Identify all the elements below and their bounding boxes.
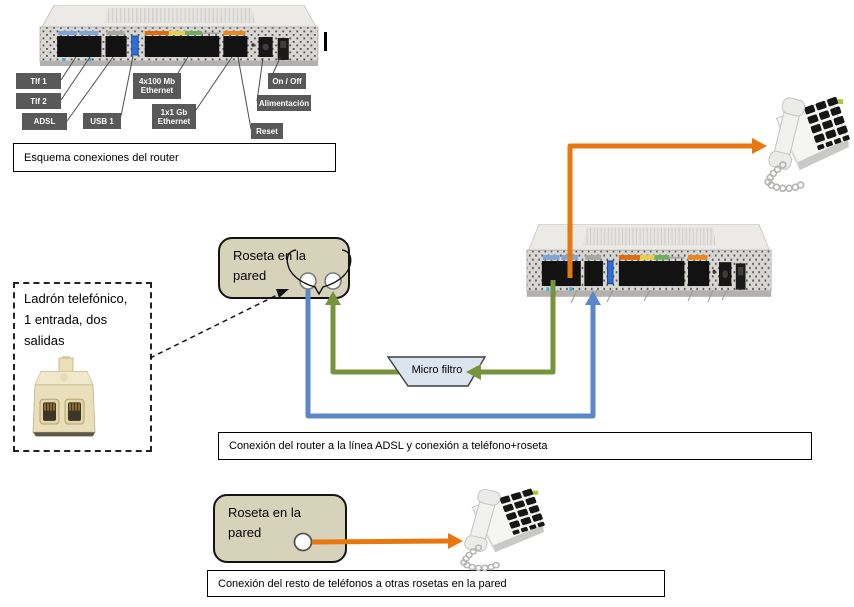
ladron-line1: Ladrón telefónico, — [24, 291, 128, 306]
cable-blue-roseta-to-router — [305, 287, 596, 419]
microfilter-label: Micro filtro — [411, 364, 463, 376]
caption-main-connection: Conexión del router a la línea ADSL y co… — [218, 432, 812, 460]
roseta-bottom-line2: pared — [228, 525, 262, 540]
arrowhead-orange-to-phone — [752, 138, 767, 154]
callout-remnant-lines — [550, 289, 728, 304]
cable-orange-router-to-phone — [567, 143, 754, 278]
router-photo-schematic — [39, 5, 319, 67]
port-label-alimentacion: Alimentación — [257, 95, 311, 111]
text-cursor-mark — [324, 32, 327, 51]
roseta-top-line2: pared — [233, 268, 267, 283]
port-label-reset: Reset — [251, 123, 283, 139]
roseta-bottom-line1: Roseta en la — [228, 505, 301, 520]
roseta-top-box: Roseta en la pared — [218, 237, 350, 299]
port-label-adsl: ADSL — [22, 113, 67, 130]
cable-green-router-to-roseta — [330, 280, 556, 375]
phone-image-bottom — [460, 487, 547, 572]
port-label-usb1: USB 1 — [83, 113, 121, 129]
port-label-tlf1: Tlf 1 — [16, 73, 61, 89]
port-label-on-off: On / Off — [268, 73, 306, 89]
ladron-telefonico-box: Ladrón telefónico, 1 entrada, dos salida… — [13, 282, 152, 452]
ladron-line3: salidas — [24, 333, 65, 348]
roseta-bottom-box: Roseta en la pared — [213, 494, 347, 563]
port-label-1x1gb-ethernet: 1x1 Gb Ethernet — [152, 104, 196, 129]
port-label-tlf2: Tlf 2 — [16, 93, 61, 109]
dashed-pointer-line — [149, 292, 282, 359]
arrowhead-blue-to-router — [585, 291, 601, 305]
roseta-top-line1: Roseta en la — [233, 248, 306, 263]
port-label-4x100-ethernet: 4x100 Mb Ethernet — [133, 73, 181, 99]
arrowhead-orange-to-bottom-phone — [448, 533, 463, 549]
ladron-line2: 1 entrada, dos — [24, 312, 108, 327]
phone-image-top — [764, 95, 852, 193]
caption-bottom-connection: Conexión del resto de teléfonos a otras … — [207, 570, 665, 597]
caption-esquema: Esquema conexiones del router — [13, 143, 336, 172]
router-photo-connection — [526, 224, 772, 298]
